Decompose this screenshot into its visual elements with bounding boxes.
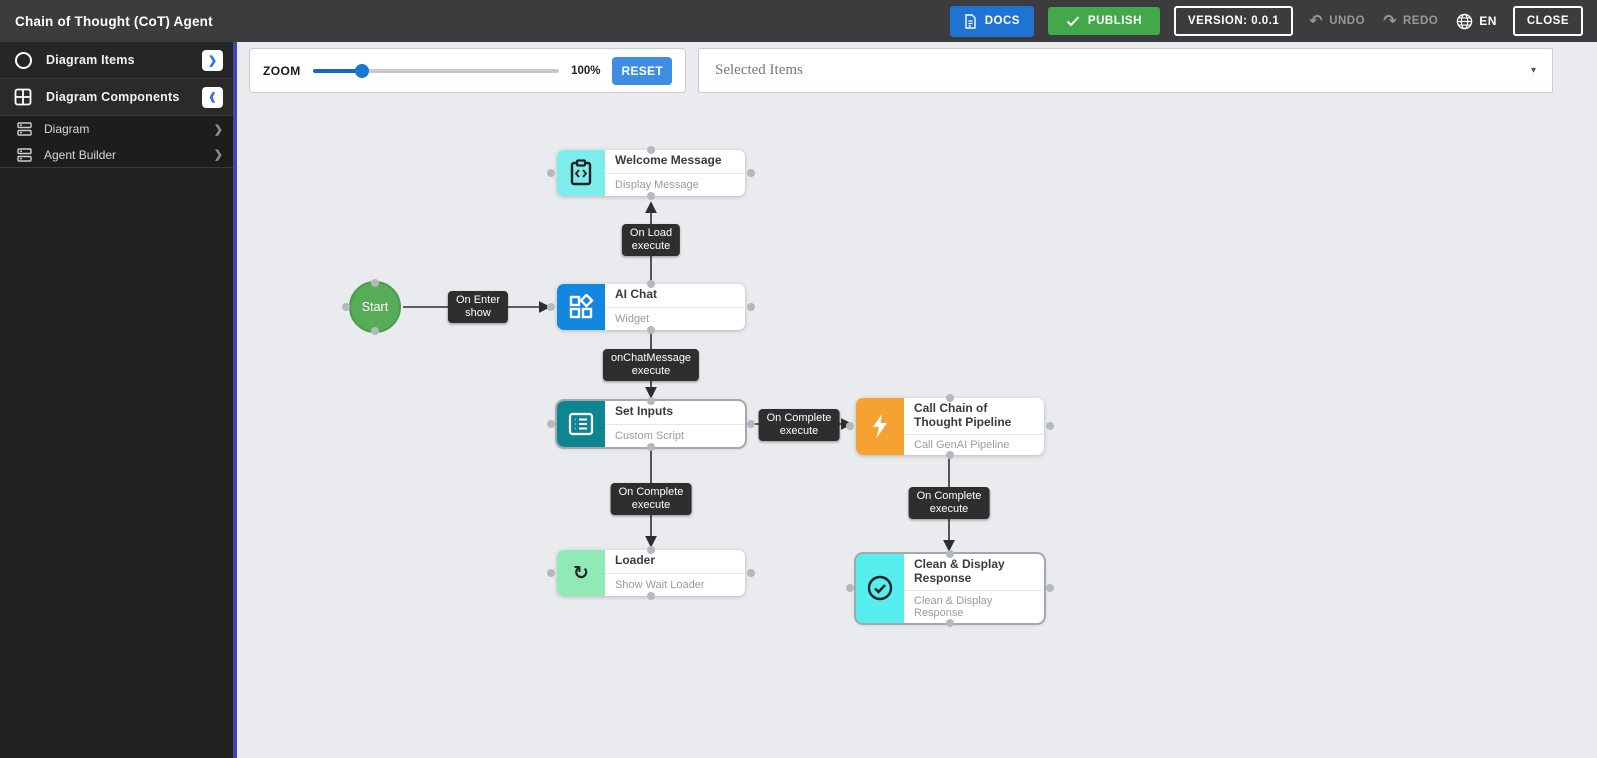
sidebar-item-diagram-components[interactable]: Diagram Components ❰ — [0, 79, 233, 116]
sidebar-item-diagram-items[interactable]: Diagram Items ❯ — [0, 42, 233, 79]
undo-icon: ↶ — [1309, 11, 1324, 30]
rows-icon — [16, 122, 32, 136]
selected-items-dropdown[interactable]: Selected Items ▾ — [698, 48, 1553, 93]
undo-button[interactable]: ↶ UNDO — [1307, 7, 1367, 35]
node-title: Set Inputs — [605, 401, 745, 425]
port[interactable] — [647, 192, 655, 200]
bolt-icon — [856, 398, 904, 455]
node-subtitle: Custom Script — [615, 429, 685, 442]
zoom-slider-track — [312, 68, 560, 73]
check-icon — [1066, 15, 1080, 27]
port[interactable] — [1046, 584, 1054, 593]
rows-icon — [16, 147, 32, 162]
sidebar-item-agent-builder[interactable]: Agent Builder ❯ — [0, 142, 233, 168]
zoom-slider-fill — [312, 68, 362, 73]
language-button[interactable]: EN — [1454, 7, 1499, 36]
page-title: Chain of Thought (CoT) Agent — [15, 13, 213, 29]
chevron-right-icon: ❯ — [213, 149, 223, 161]
port[interactable] — [846, 422, 854, 431]
chevron-right-icon: ❯ — [213, 123, 223, 136]
node-welcome-message[interactable]: Welcome Message Display Message — [547, 146, 755, 200]
node-loader[interactable]: ↻ Loader Show Wait Loader — [547, 546, 755, 600]
port[interactable] — [747, 569, 755, 577]
redo-button[interactable]: ↷ REDO — [1381, 7, 1440, 35]
node-title: Loader — [605, 550, 745, 574]
port[interactable] — [547, 420, 555, 428]
port[interactable] — [647, 397, 655, 405]
port[interactable] — [946, 394, 954, 402]
node-title: Call Chain of Thought Pipeline — [904, 398, 1044, 435]
document-icon — [964, 13, 977, 29]
node-title: AI Chat — [605, 284, 745, 308]
port[interactable] — [371, 327, 379, 335]
start-node[interactable]: Start — [342, 279, 401, 335]
node-clean-display-response[interactable]: Clean & Display Response Clean & Display… — [846, 550, 1054, 627]
port[interactable] — [547, 569, 555, 577]
port[interactable] — [747, 303, 755, 311]
port[interactable] — [946, 550, 954, 558]
port[interactable] — [747, 169, 755, 177]
clipboard-code-icon — [557, 150, 605, 196]
zoom-toolbar: ZOOM 100% RESET — [249, 48, 686, 93]
port[interactable] — [647, 146, 655, 154]
publish-button[interactable]: PUBLISH — [1047, 7, 1160, 35]
node-subtitle: Clean & Display Response — [914, 594, 993, 619]
node-subtitle: Show Wait Loader — [615, 578, 705, 591]
port[interactable] — [946, 450, 954, 459]
node-title: Clean & Display Response — [904, 554, 1044, 591]
selected-items-placeholder: Selected Items — [715, 62, 803, 78]
close-button[interactable]: CLOSE — [1512, 6, 1583, 36]
globe-icon — [1456, 13, 1473, 30]
node-set-inputs[interactable]: Set Inputs Custom Script — [547, 397, 755, 451]
node-title: Welcome Message — [605, 150, 745, 174]
sidebar: Diagram Items ❯ Diagram Components ❰﻿ Di… — [0, 42, 237, 758]
port[interactable] — [647, 592, 655, 600]
redo-icon: ↷ — [1383, 11, 1397, 30]
zoom-label: ZOOM — [263, 63, 301, 78]
grid-icon — [13, 88, 33, 106]
docs-button[interactable]: DOCS — [949, 5, 1034, 37]
port[interactable] — [1046, 422, 1054, 431]
port[interactable] — [547, 303, 555, 311]
version-button[interactable]: VERSION: 0.0.1 — [1173, 6, 1294, 36]
widgets-icon — [557, 284, 605, 330]
port[interactable] — [371, 279, 379, 287]
node-subtitle: Call GenAI Pipeline — [914, 438, 1010, 451]
node-call-cot-pipeline[interactable]: Call Chain of Thought Pipeline Call GenA… — [846, 394, 1054, 459]
zoom-slider[interactable] — [312, 63, 560, 78]
port[interactable] — [342, 303, 350, 311]
port[interactable] — [647, 443, 655, 451]
expand-right-button[interactable]: ❯ — [202, 49, 223, 71]
port[interactable] — [747, 420, 755, 428]
chevron-down-icon: ▾ — [1530, 65, 1536, 76]
refresh-icon: ↻ — [557, 550, 605, 596]
diagram-canvas[interactable]: ZOOM 100% RESET Selected Items ▾ — [241, 42, 1597, 758]
port[interactable] — [846, 584, 854, 593]
app-header: Chain of Thought (CoT) Agent DOCS PUBLIS… — [0, 0, 1597, 42]
zoom-slider-thumb[interactable] — [354, 63, 369, 78]
port[interactable] — [647, 326, 655, 334]
port[interactable] — [946, 618, 954, 627]
sidebar-item-diagram[interactable]: Diagram ❯ — [0, 116, 233, 142]
port[interactable] — [547, 169, 555, 177]
node-ai-chat[interactable]: AI Chat Widget — [547, 280, 755, 334]
port[interactable] — [647, 546, 655, 554]
collapse-up-button[interactable]: ❰ — [202, 86, 223, 108]
port[interactable] — [647, 280, 655, 288]
check-circle-icon — [856, 554, 904, 623]
circle-icon — [13, 51, 33, 70]
header-actions: DOCS PUBLISH VERSION: 0.0.1 ↶ UNDO ↷ RED… — [949, 5, 1597, 37]
list-icon — [557, 401, 605, 447]
node-subtitle: Display Message — [615, 178, 699, 191]
node-subtitle: Widget — [615, 312, 650, 325]
zoom-value: 100% — [571, 64, 601, 77]
zoom-reset-button[interactable]: RESET — [612, 56, 672, 85]
